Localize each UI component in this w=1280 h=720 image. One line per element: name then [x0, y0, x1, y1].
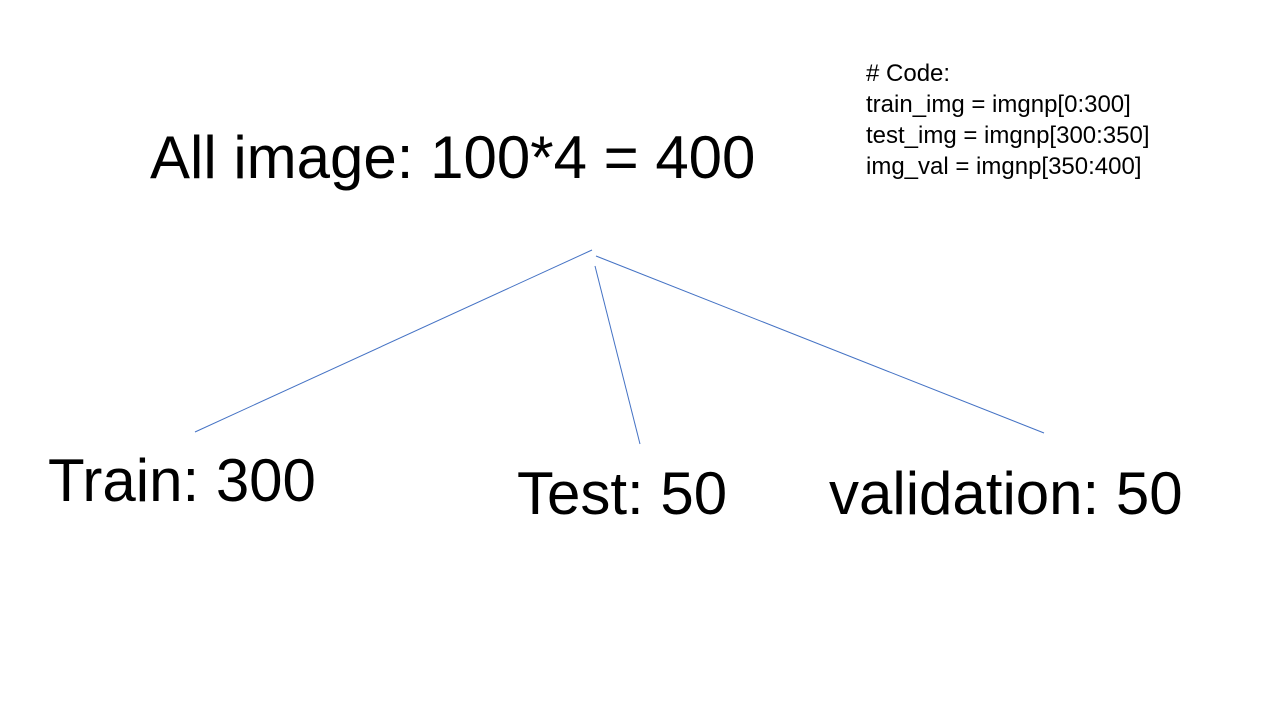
train-node-label: Train: 300	[48, 447, 316, 514]
code-test-line: test_img = imgnp[300:350]	[866, 122, 1150, 149]
code-train-line: train_img = imgnp[0:300]	[866, 91, 1131, 118]
connector-root-to-test	[594, 265, 641, 445]
root-node-label: All image: 100*4 = 400	[150, 124, 756, 191]
code-snippet: # Code: train_img = imgnp[0:300] test_im…	[866, 58, 1150, 182]
connector-root-to-validation	[595, 255, 1045, 434]
connector-root-to-train	[194, 249, 593, 433]
test-node-label: Test: 50	[517, 460, 728, 527]
validation-node-label: validation: 50	[829, 460, 1183, 527]
code-comment-line: # Code:	[866, 60, 951, 87]
code-val-line: img_val = imgnp[350:400]	[866, 153, 1142, 180]
